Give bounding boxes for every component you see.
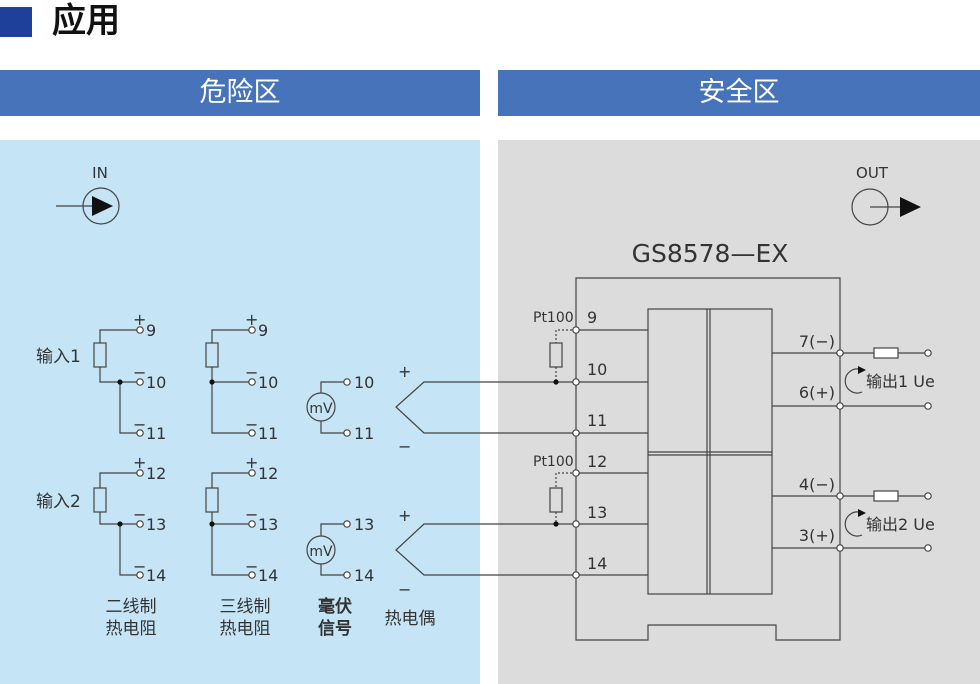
title-square-icon <box>0 7 32 37</box>
terminal-number: 12 <box>258 464 278 483</box>
device-terminals <box>572 326 932 579</box>
output-terminal-label: 4(−) <box>799 475 835 494</box>
terminal-number: 10 <box>354 373 374 392</box>
output-1-arc-icon <box>844 366 866 394</box>
caption-three-wire: 热电阻 <box>220 619 271 639</box>
minus-mark: − <box>133 415 146 434</box>
device-housing <box>575 277 841 641</box>
plus-mark: + <box>245 310 258 329</box>
output-2-arc-icon <box>844 509 866 537</box>
minus-mark: − <box>398 437 411 456</box>
caption-two-wire: 热电阻 <box>106 619 157 639</box>
minus-mark: − <box>133 557 146 576</box>
minus-mark: − <box>133 505 146 524</box>
terminal-number: 14 <box>146 566 166 585</box>
plus-mark: + <box>133 310 146 329</box>
output-terminal-label: 6(+) <box>799 383 835 402</box>
mv-source-1 <box>306 381 344 434</box>
caption-mv: 毫伏 <box>318 596 352 617</box>
terminal-number: 11 <box>258 424 278 443</box>
mv-source-2 <box>306 523 344 576</box>
three-wire-rtd-2 <box>205 472 249 576</box>
terminal-number: 14 <box>354 566 374 585</box>
minus-mark: − <box>245 505 258 524</box>
output-1-label: 输出1 Ue <box>866 372 935 391</box>
terminal-number: 12 <box>146 464 166 483</box>
minus-mark: − <box>245 363 258 382</box>
output-terminal-label: 7(−) <box>799 332 835 351</box>
terminal-number: 10 <box>146 373 166 392</box>
caption-mv: 信号 <box>318 618 352 639</box>
thermocouple-2-wires <box>395 523 576 576</box>
page-title: 应用 <box>52 1 120 41</box>
device-terminal-number: 13 <box>587 503 607 522</box>
device-modules <box>647 308 773 595</box>
input-2-label: 输入2 <box>36 492 81 512</box>
device-terminal-number: 9 <box>587 308 597 327</box>
terminal-number: 9 <box>146 321 156 340</box>
mv-symbol: mV <box>309 401 333 417</box>
internal-wires <box>576 329 928 576</box>
device-terminal-number: 14 <box>587 554 607 573</box>
plus-mark: + <box>398 362 411 381</box>
safe-zone-header: 安全区 <box>498 70 980 116</box>
safe-zone-panel <box>498 140 980 684</box>
hazard-terminals <box>136 326 351 579</box>
three-wire-rtd-1 <box>205 329 249 434</box>
terminal-number: 9 <box>258 321 268 340</box>
input-1-label: 输入1 <box>36 347 81 367</box>
terminal-number: 11 <box>354 424 374 443</box>
minus-mark: − <box>245 415 258 434</box>
out-arrow-icon <box>851 188 921 226</box>
caption-thermocouple: 热电偶 <box>385 609 436 629</box>
device-terminal-number: 12 <box>587 452 607 471</box>
two-wire-rtd-1 <box>93 329 137 434</box>
device-terminal-number: 10 <box>587 360 607 379</box>
caption-two-wire: 二线制 <box>106 597 157 617</box>
terminal-number: 13 <box>258 515 278 534</box>
minus-mark: − <box>398 580 411 599</box>
in-label: IN <box>92 164 108 182</box>
terminal-number: 14 <box>258 566 278 585</box>
mv-symbol: mV <box>309 544 333 560</box>
device-model: GS8578—EX <box>632 239 789 268</box>
device-terminal-number: 11 <box>587 411 607 430</box>
out-label: OUT <box>856 164 889 182</box>
terminal-number: 10 <box>258 373 278 392</box>
minus-mark: − <box>133 363 146 382</box>
minus-mark: − <box>245 557 258 576</box>
hazard-zone-panel <box>0 140 480 684</box>
terminal-number: 13 <box>146 515 166 534</box>
output-terminal-label: 3(+) <box>799 526 835 545</box>
pt100-label: Pt100 <box>533 454 574 470</box>
thermocouple-1-wires <box>395 381 576 434</box>
terminal-number: 11 <box>146 424 166 443</box>
pt100-sensor-1 <box>549 329 576 385</box>
output-2-label: 输出2 Ue <box>866 515 935 534</box>
plus-mark: + <box>245 453 258 472</box>
two-wire-rtd-2 <box>93 472 137 576</box>
caption-three-wire: 三线制 <box>220 597 271 617</box>
plus-mark: + <box>398 506 411 525</box>
pt100-sensor-2 <box>549 472 576 527</box>
output-resistors <box>873 347 899 502</box>
hazard-zone-header: 危险区 <box>0 70 480 116</box>
in-arrow-icon <box>56 187 120 225</box>
pt100-label: Pt100 <box>533 310 574 326</box>
plus-mark: + <box>133 453 146 472</box>
terminal-number: 13 <box>354 515 374 534</box>
